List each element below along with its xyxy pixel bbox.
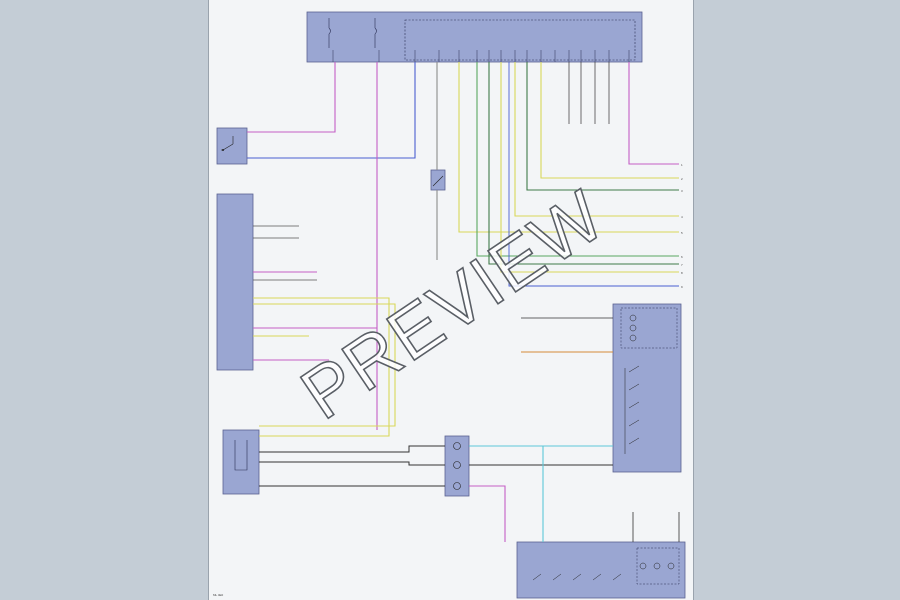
body-control-module [306,11,643,63]
right-steering-wheel-switch [516,541,686,599]
connector-pin-labels: 1 2 3 4 5 6 7 8 9 [681,163,683,289]
svg-text:1: 1 [681,163,683,167]
svg-text:5: 5 [681,231,683,235]
hazard-switch-component [216,127,248,165]
instrument-panel-cluster [216,193,254,371]
clockspring [444,435,470,497]
svg-text:8: 8 [681,271,683,275]
svg-text:6: 6 [681,255,683,259]
steering-angle-sensor-module [222,429,260,495]
left-steering-wheel-switch [612,303,682,473]
svg-text:3: 3 [681,189,683,193]
wiring-diagram-sheet: 1 2 3 4 5 6 7 8 9 ML 4E0 [208,0,694,600]
module-pin-ticks [332,50,630,62]
svg-text:2: 2 [681,177,683,181]
wiring-schematic: 1 2 3 4 5 6 7 8 9 ML 4E0 [213,11,686,599]
svg-text:7: 7 [681,263,683,267]
brake-pedal-switch [430,169,446,191]
svg-text:9: 9 [681,285,683,289]
page-reference: ML 4E0 [213,593,224,597]
wire-harness [247,62,680,542]
svg-text:4: 4 [681,215,683,219]
